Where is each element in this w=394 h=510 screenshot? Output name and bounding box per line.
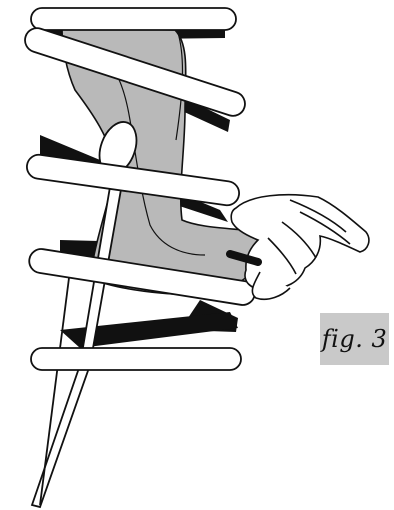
ladder-pole-mid-line: [40, 270, 70, 505]
rung-5: [31, 348, 241, 370]
hand: [231, 195, 369, 300]
figure-caption: fig. 3: [322, 325, 387, 353]
rung-1: [31, 8, 236, 30]
figure-label-box: fig. 3: [320, 313, 389, 365]
